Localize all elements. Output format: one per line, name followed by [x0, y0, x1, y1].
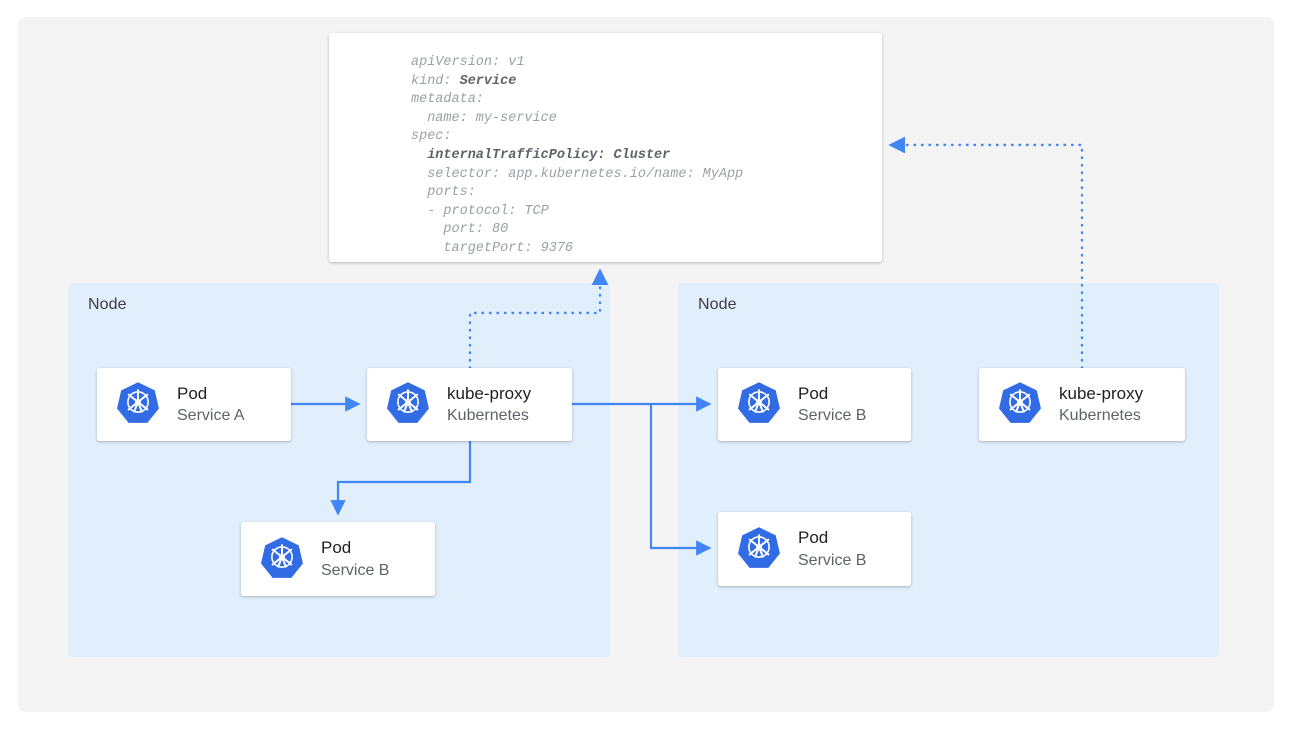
card-title: Pod	[321, 538, 352, 558]
card-text: Pod Service B	[321, 537, 389, 580]
card-pod-service-a[interactable]: Pod Service A	[97, 368, 291, 441]
card-title: Pod	[798, 383, 829, 403]
card-subtitle: Service B	[321, 561, 390, 579]
yaml-line-port: port: 80	[411, 222, 509, 238]
service-spec-card: apiVersion: v1 kind: Service metadata: n…	[329, 33, 882, 262]
yaml-line-protocol: - protocol: TCP	[411, 203, 549, 219]
card-text: kube-proxy Kubernetes	[447, 383, 531, 426]
yaml-line-metadata: metadata:	[411, 92, 484, 108]
yaml-line-spec: spec:	[411, 129, 452, 145]
card-subtitle: Service B	[798, 407, 867, 425]
node-container-left: Node	[68, 283, 610, 657]
yaml-line-kind: kind: Service	[411, 73, 517, 89]
kubernetes-logo-icon	[738, 381, 780, 428]
card-pod-service-b-local[interactable]: Pod Service B	[241, 522, 435, 596]
card-title: Pod	[798, 528, 829, 548]
kubernetes-logo-icon	[387, 381, 429, 428]
kubernetes-logo-icon	[738, 526, 780, 573]
yaml-line-internaltrafficpolicy: internalTrafficPolicy: Cluster	[411, 147, 671, 163]
node-label-left: Node	[88, 296, 127, 313]
card-text: Pod Service B	[798, 527, 866, 570]
card-pod-service-b-remote-top[interactable]: Pod Service B	[718, 368, 911, 441]
node-label-right: Node	[698, 296, 737, 313]
card-subtitle: Service A	[177, 407, 245, 425]
card-subtitle: Kubernetes	[1059, 407, 1141, 425]
node-container-right: Node	[678, 283, 1219, 657]
yaml-line-targetport: targetPort: 9376	[411, 240, 574, 256]
card-kube-proxy-left[interactable]: kube-proxy Kubernetes	[367, 368, 572, 441]
yaml-line-selector: selector: app.kubernetes.io/name: MyApp	[411, 166, 744, 182]
yaml-line-ports: ports:	[411, 185, 476, 201]
yaml-line-apiversion: apiVersion: v1	[411, 55, 525, 70]
kubernetes-logo-icon	[999, 381, 1041, 428]
kubernetes-logo-icon	[261, 536, 303, 583]
card-kube-proxy-right[interactable]: kube-proxy Kubernetes	[979, 368, 1185, 441]
card-text: Pod Service B	[798, 383, 866, 426]
kubernetes-logo-icon	[117, 381, 159, 428]
card-text: Pod Service A	[177, 383, 245, 426]
card-title: Pod	[177, 383, 208, 403]
card-title: kube-proxy	[447, 383, 532, 403]
card-subtitle: Service B	[798, 551, 867, 569]
card-title: kube-proxy	[1059, 383, 1144, 403]
service-yaml-code: apiVersion: v1 kind: Service metadata: n…	[411, 54, 743, 259]
card-subtitle: Kubernetes	[447, 407, 529, 425]
card-pod-service-b-remote-bottom[interactable]: Pod Service B	[718, 512, 911, 586]
yaml-line-name: name: my-service	[411, 110, 557, 126]
card-text: kube-proxy Kubernetes	[1059, 383, 1143, 426]
